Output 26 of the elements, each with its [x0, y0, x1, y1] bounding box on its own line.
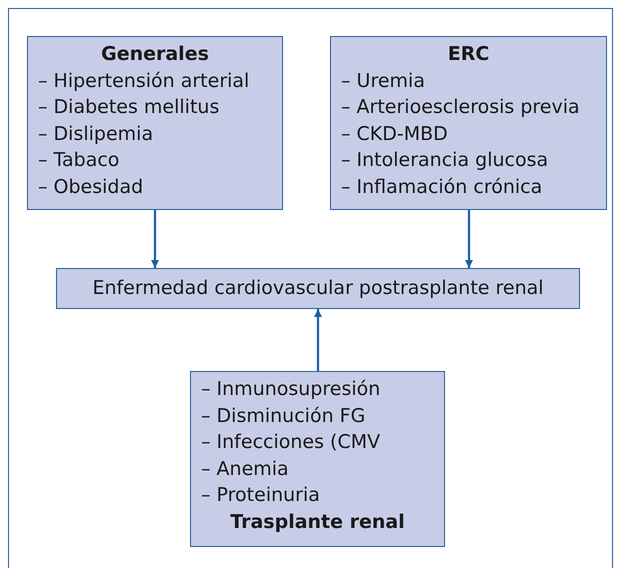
risk-factor-box: [190, 371, 445, 547]
list-item: – Intolerancia glucosa: [341, 148, 550, 173]
box-label: Enfermedad cardiovascular postrasplante renal: [91, 276, 545, 301]
list-item: – Dislipemia: [38, 122, 154, 146]
outcome-box: [56, 268, 580, 309]
list-item: – Diabetes mellitus: [38, 95, 220, 120]
list-item: – Anemia: [201, 456, 290, 482]
arrow: [465, 210, 473, 268]
list-item: – CKD-MBD: [341, 122, 449, 146]
list-item: – Inflamación crónica: [341, 174, 544, 200]
list-item: – Infecciones (CMV: [201, 430, 382, 455]
list-item: – Hipertensión arterial: [38, 68, 250, 94]
risk-factor-box: [27, 36, 283, 210]
list-item: – Tabaco: [38, 148, 120, 173]
list-item: – Obesidad: [38, 174, 144, 200]
list-item: – Arterioesclerosis previa: [341, 95, 581, 120]
list-item: – Inmunosupresión: [201, 377, 382, 402]
list-item: – Disminución FG: [201, 404, 366, 428]
box-heading: Generales: [100, 42, 210, 67]
arrow: [151, 210, 159, 268]
list-item: – Uremia: [341, 68, 426, 94]
arrow: [314, 309, 322, 371]
risk-factor-box: [330, 36, 607, 210]
box-heading: Trasplante renal: [229, 510, 406, 534]
box-heading: ERC: [446, 42, 490, 67]
list-item: – Proteinuria: [201, 483, 321, 508]
